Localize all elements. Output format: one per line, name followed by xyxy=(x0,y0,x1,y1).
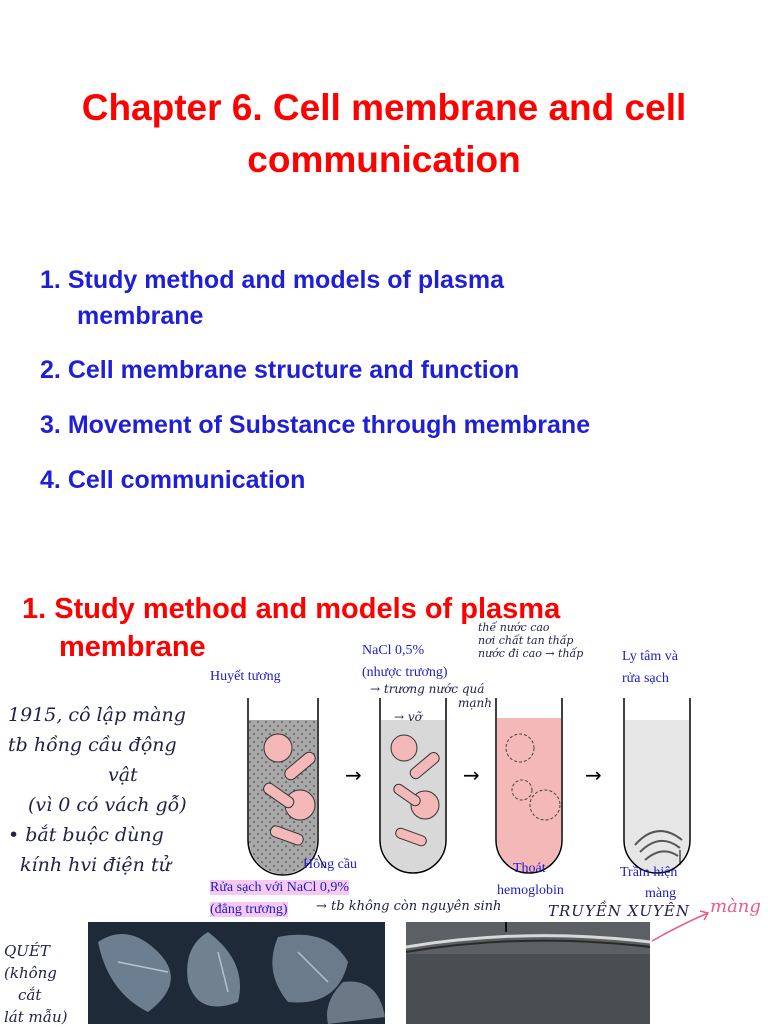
note-line: • bắt buộc dùng xyxy=(8,824,164,846)
label-wash-1: Rửa sạch với NaCl 0,9% xyxy=(210,879,350,897)
handwritten-left-notes: 1915, cô lập màng tb hồng cầu động vật (… xyxy=(8,700,187,880)
wash-highlight: Rửa sạch với NaCl 0,9% xyxy=(210,880,350,895)
sem-texture xyxy=(98,932,385,1024)
note-line: 1915, cô lập màng xyxy=(8,704,186,726)
arrow-icon: → xyxy=(585,763,602,787)
note-line: QUÉT xyxy=(4,942,50,960)
handwritten-bottom-left: QUÉT (không cắt lát mẫu) xyxy=(4,940,67,1028)
sem-micrograph xyxy=(88,922,385,1024)
toc-item-number: 3. xyxy=(40,411,61,439)
label-nacl-05: NaCl 0,5% xyxy=(362,643,425,658)
section-heading: 1. Study method and models of plasma mem… xyxy=(22,590,762,666)
slide-title-line2: communication xyxy=(247,139,521,180)
toc-item-number: 1. xyxy=(40,266,61,294)
tube-hemoglobin-release xyxy=(495,698,563,874)
note-line: thế nước cao xyxy=(478,621,550,634)
note-line: kính hvi điện tử xyxy=(20,854,171,876)
toc-item-text: Cell communication xyxy=(67,466,306,494)
tube-plasma xyxy=(247,698,319,876)
note-line: mạnh xyxy=(458,696,492,710)
hemolysis-figure: → → → xyxy=(247,698,691,876)
arrow-icon: → xyxy=(463,763,480,787)
handwritten-top-note: thế nước cao nơi chất tan thấp nước đi c… xyxy=(478,621,583,660)
toc-item-text: Study method and models of plasma xyxy=(67,266,504,294)
handwritten-bottom-right: màng xyxy=(710,896,761,917)
tube-hypotonic xyxy=(379,698,447,874)
handwritten-wash-note: → tb không còn nguyên sinh xyxy=(316,899,502,914)
toc-item-text: Cell membrane structure and function xyxy=(67,356,520,384)
note-line: cắt xyxy=(18,986,42,1004)
label-hypotonic: (nhược trương) xyxy=(362,665,448,680)
toc-item-2: 2. Cell membrane structure and function xyxy=(40,352,519,388)
label-plasma: Huyết tương xyxy=(210,669,281,684)
tem-texture xyxy=(406,922,650,1024)
note-line: nơi chất tan thấp xyxy=(478,634,574,647)
label-centrifuge-1: Ly tâm và xyxy=(622,649,678,664)
note-line: vật xyxy=(108,764,138,786)
note-line: (không xyxy=(4,964,57,982)
toc-item-number: 4. xyxy=(40,466,61,494)
toc-item-continuation: membrane xyxy=(77,302,204,330)
section-heading-line2: membrane xyxy=(59,631,206,663)
note-line: → trương nước quá xyxy=(370,682,485,696)
tem-micrograph xyxy=(406,922,650,1024)
tube-ghosts xyxy=(623,698,691,874)
label-centrifuge-2: rửa sạch xyxy=(622,671,669,686)
slide-title-line1: Chapter 6. Cell membrane and cell xyxy=(81,87,687,128)
label-ghosts-1: Trầm hiện xyxy=(620,865,678,880)
note-line: (vì 0 có vách gỗ) xyxy=(28,794,187,816)
note-line: tb hồng cầu động xyxy=(8,734,177,756)
toc-item-number: 2. xyxy=(40,356,61,384)
label-release-1: Thoát xyxy=(513,861,546,876)
label-red-cells: Hồng cầu xyxy=(303,857,358,872)
note-line: lát mẫu) xyxy=(4,1008,68,1026)
pink-arrow-icon xyxy=(651,910,710,942)
toc-item-1: 1. Study method and models of plasma mem… xyxy=(40,262,504,334)
note-line: → vỡ xyxy=(394,710,422,724)
label-wash-2: (đẳng trương) xyxy=(210,901,288,919)
isotonic-highlight: (đẳng trương) xyxy=(210,902,288,917)
slide-title: Chapter 6. Cell membrane and cell commun… xyxy=(0,82,768,186)
label-release-2: hemoglobin xyxy=(497,883,564,898)
toc-item-4: 4. Cell communication xyxy=(40,462,305,498)
toc-item-text: Movement of Substance through membrane xyxy=(67,411,591,439)
toc-item-3: 3. Movement of Substance through membran… xyxy=(40,407,590,443)
arrow-icon: → xyxy=(345,763,362,787)
note-line: nước đi cao → thấp xyxy=(478,647,584,660)
label-ghosts-2: màng xyxy=(645,886,677,901)
handwritten-tube2-note: → trương nước quá mạnh → vỡ xyxy=(370,682,492,724)
section-heading-line1: 1. Study method and models of plasma xyxy=(22,593,561,625)
handwritten-bottom-mid: TRUYỀN XUYÊN xyxy=(548,902,690,920)
